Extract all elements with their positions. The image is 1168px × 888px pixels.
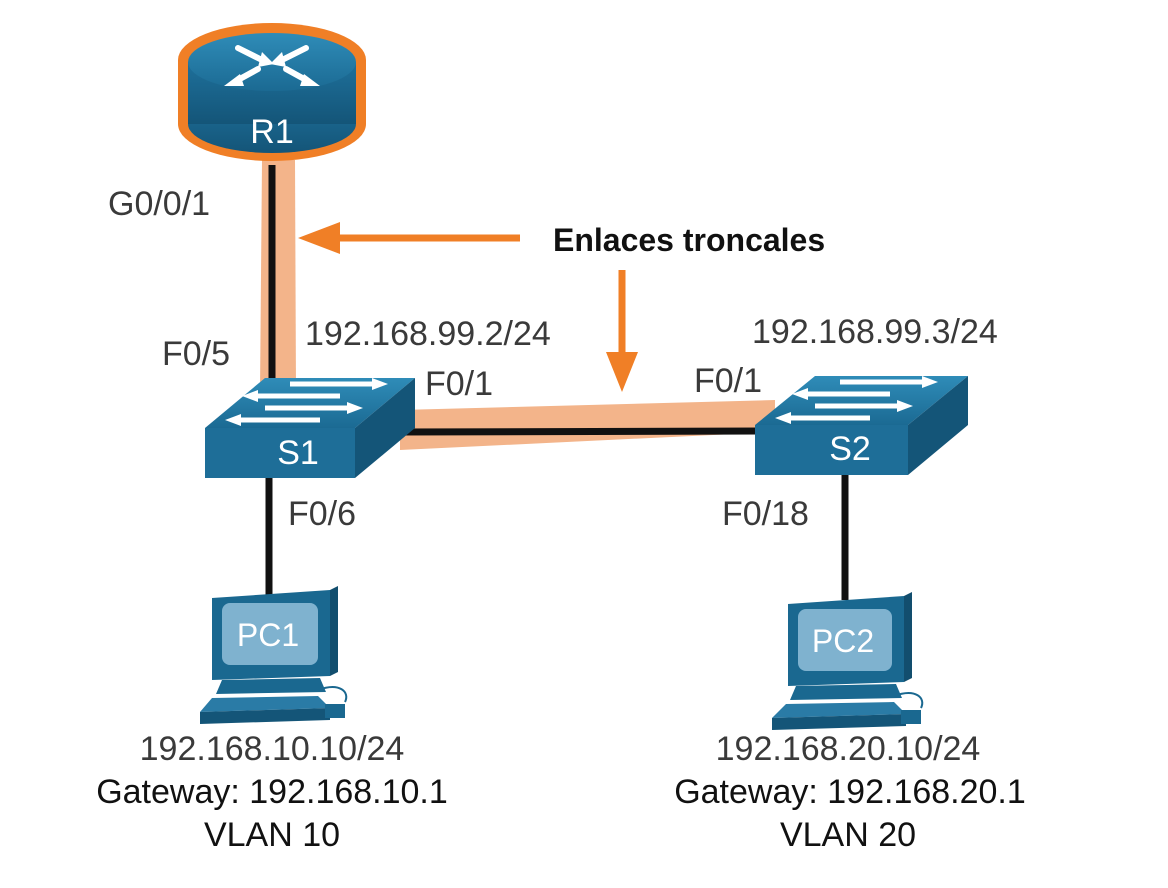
router-label: R1 (250, 113, 293, 151)
pc-pc1[interactable]: PC1 (200, 586, 348, 724)
switch-arrows-icon (225, 378, 388, 426)
pc2-label: PC2 (812, 623, 874, 659)
interface-label-s1-f05: F0/5 (162, 335, 230, 373)
interface-label-s2-f01: F0/1 (694, 362, 762, 400)
pc1-gateway: Gateway: 192.168.10.1 (96, 773, 448, 811)
switch-s2-label: S2 (829, 430, 871, 468)
pc2-gateway: Gateway: 192.168.20.1 (674, 773, 1026, 811)
trunk-link-s1-s2 (399, 400, 776, 450)
switch-arrows-icon (775, 376, 938, 424)
pc1-label: PC1 (237, 617, 299, 653)
router-r1[interactable]: R1 (178, 23, 366, 161)
switch-s1-label: S1 (277, 434, 319, 472)
pc1-vlan: VLAN 10 (204, 816, 340, 854)
switch-s2[interactable]: S2 (755, 376, 968, 475)
switch-s1[interactable]: S1 (205, 378, 415, 478)
trunk-annotation-arrows (298, 222, 638, 392)
router-arrows-icon (224, 45, 320, 86)
pc2-vlan: VLAN 20 (780, 816, 916, 854)
pc2-ip: 192.168.20.10/24 (716, 730, 981, 768)
trunk-annotation-label: Enlaces troncales (553, 222, 825, 258)
interface-label-s1-f06: F0/6 (288, 495, 356, 533)
interface-label-s1-f01: F0/1 (425, 365, 493, 403)
switch-s1-ip: 192.168.99.2/24 (305, 315, 551, 353)
switch-s2-ip: 192.168.99.3/24 (752, 313, 998, 351)
interface-label-s2-f018: F0/18 (722, 495, 809, 533)
trunk-link-r1-s1 (260, 160, 296, 392)
pc1-ip: 192.168.10.10/24 (140, 730, 405, 768)
pc-pc2[interactable]: PC2 (772, 592, 924, 730)
interface-label-r1-g001: G0/0/1 (108, 185, 210, 223)
